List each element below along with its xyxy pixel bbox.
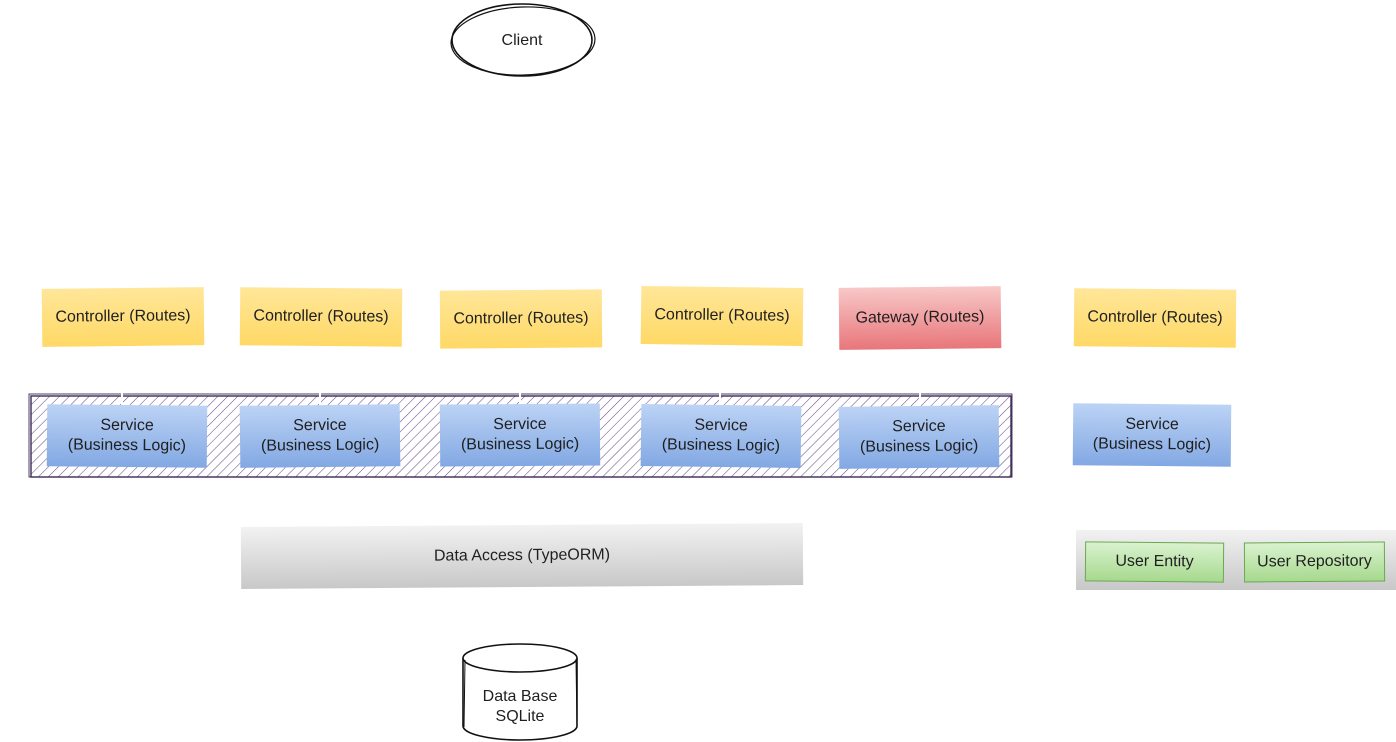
database-cylinder <box>462 643 578 741</box>
user-entity-box: User Entity <box>1084 541 1225 583</box>
user-repository-box: User Repository <box>1243 541 1386 583</box>
data-access-layer: Data Access (TypeORM) <box>240 523 804 589</box>
database-label-line2: SQLite <box>496 708 545 725</box>
controller-routes-box: Controller (Routes) <box>439 289 603 349</box>
service-business-logic-box: Service (Business Logic) <box>640 404 802 468</box>
client-label: Client <box>502 32 543 49</box>
controller-routes-box: Controller (Routes) <box>1073 288 1237 348</box>
controller-routes-box: Controller (Routes) <box>41 287 205 347</box>
controller-routes-box: Controller (Routes) <box>640 286 804 346</box>
layer-connectors <box>121 348 921 408</box>
controller-routes-box: Controller (Routes) <box>239 287 403 347</box>
service-business-logic-box: Service (Business Logic) <box>46 404 208 468</box>
service-business-logic-box: Service (Business Logic) <box>838 405 1000 469</box>
service-business-logic-box: Service (Business Logic) <box>1072 403 1232 467</box>
service-business-logic-box: Service (Business Logic) <box>439 403 601 467</box>
database-label-line1: Data Base <box>483 688 558 705</box>
service-business-logic-box: Service (Business Logic) <box>239 404 401 468</box>
gateway-routes-box: Gateway (Routes) <box>838 286 1002 350</box>
client-node <box>450 3 596 77</box>
